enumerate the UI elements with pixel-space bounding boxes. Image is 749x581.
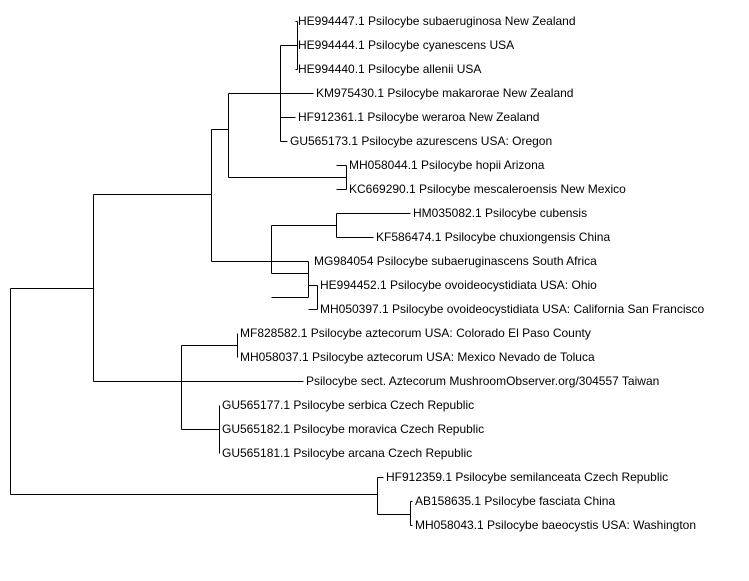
leaf-label: KF586474.1 Psilocybe chuxiongensis China xyxy=(376,230,610,244)
leaf-label: Psilocybe sect. Aztecorum MushroomObserv… xyxy=(306,374,659,388)
leaf-label: MH058037.1 Psilocybe aztecorum USA: Mexi… xyxy=(240,350,595,364)
leaf-label: GU565173.1 Psilocybe azurescens USA: Ore… xyxy=(290,134,552,148)
leaf-label: KM975430.1 Psilocybe makarorae New Zeala… xyxy=(316,86,573,100)
leaf-labels: HE994447.1 Psilocybe subaeruginosa New Z… xyxy=(222,14,705,532)
leaf-label: HE994452.1 Psilocybe ovoideocystidiata U… xyxy=(320,278,597,292)
leaf-label: AB158635.1 Psilocybe fasciata China xyxy=(415,494,615,508)
leaf-label: KC669290.1 Psilocybe mescaleroensis New … xyxy=(349,182,626,196)
leaf-label: HE994440.1 Psilocybe allenii USA xyxy=(298,62,481,76)
leaf-label: HE994444.1 Psilocybe cyanescens USA xyxy=(298,38,514,52)
leaf-label: HF912359.1 Psilocybe semilanceata Czech … xyxy=(386,470,668,484)
leaf-label: HE994447.1 Psilocybe subaeruginosa New Z… xyxy=(298,14,576,28)
leaf-label: HF912361.1 Psilocybe weraroa New Zealand xyxy=(298,110,539,124)
leaf-label: HM035082.1 Psilocybe cubensis xyxy=(413,206,587,220)
leaf-label: GU565182.1 Psilocybe moravica Czech Repu… xyxy=(222,422,484,436)
leaf-label: MH058043.1 Psilocybe baeocystis USA: Was… xyxy=(415,518,696,532)
leaf-label: MH058044.1 Psilocybe hopii Arizona xyxy=(349,158,545,172)
leaf-label: MF828582.1 Psilocybe aztecorum USA: Colo… xyxy=(240,326,591,340)
leaf-label: MG984054 Psilocybe subaeruginascens Sout… xyxy=(314,254,597,268)
tree-branches xyxy=(10,21,413,526)
leaf-label: MH050397.1 Psilocybe ovoideocystidiata U… xyxy=(320,302,705,316)
leaf-label: GU565181.1 Psilocybe arcana Czech Republ… xyxy=(222,446,472,460)
leaf-label: GU565177.1 Psilocybe serbica Czech Repub… xyxy=(222,398,474,412)
